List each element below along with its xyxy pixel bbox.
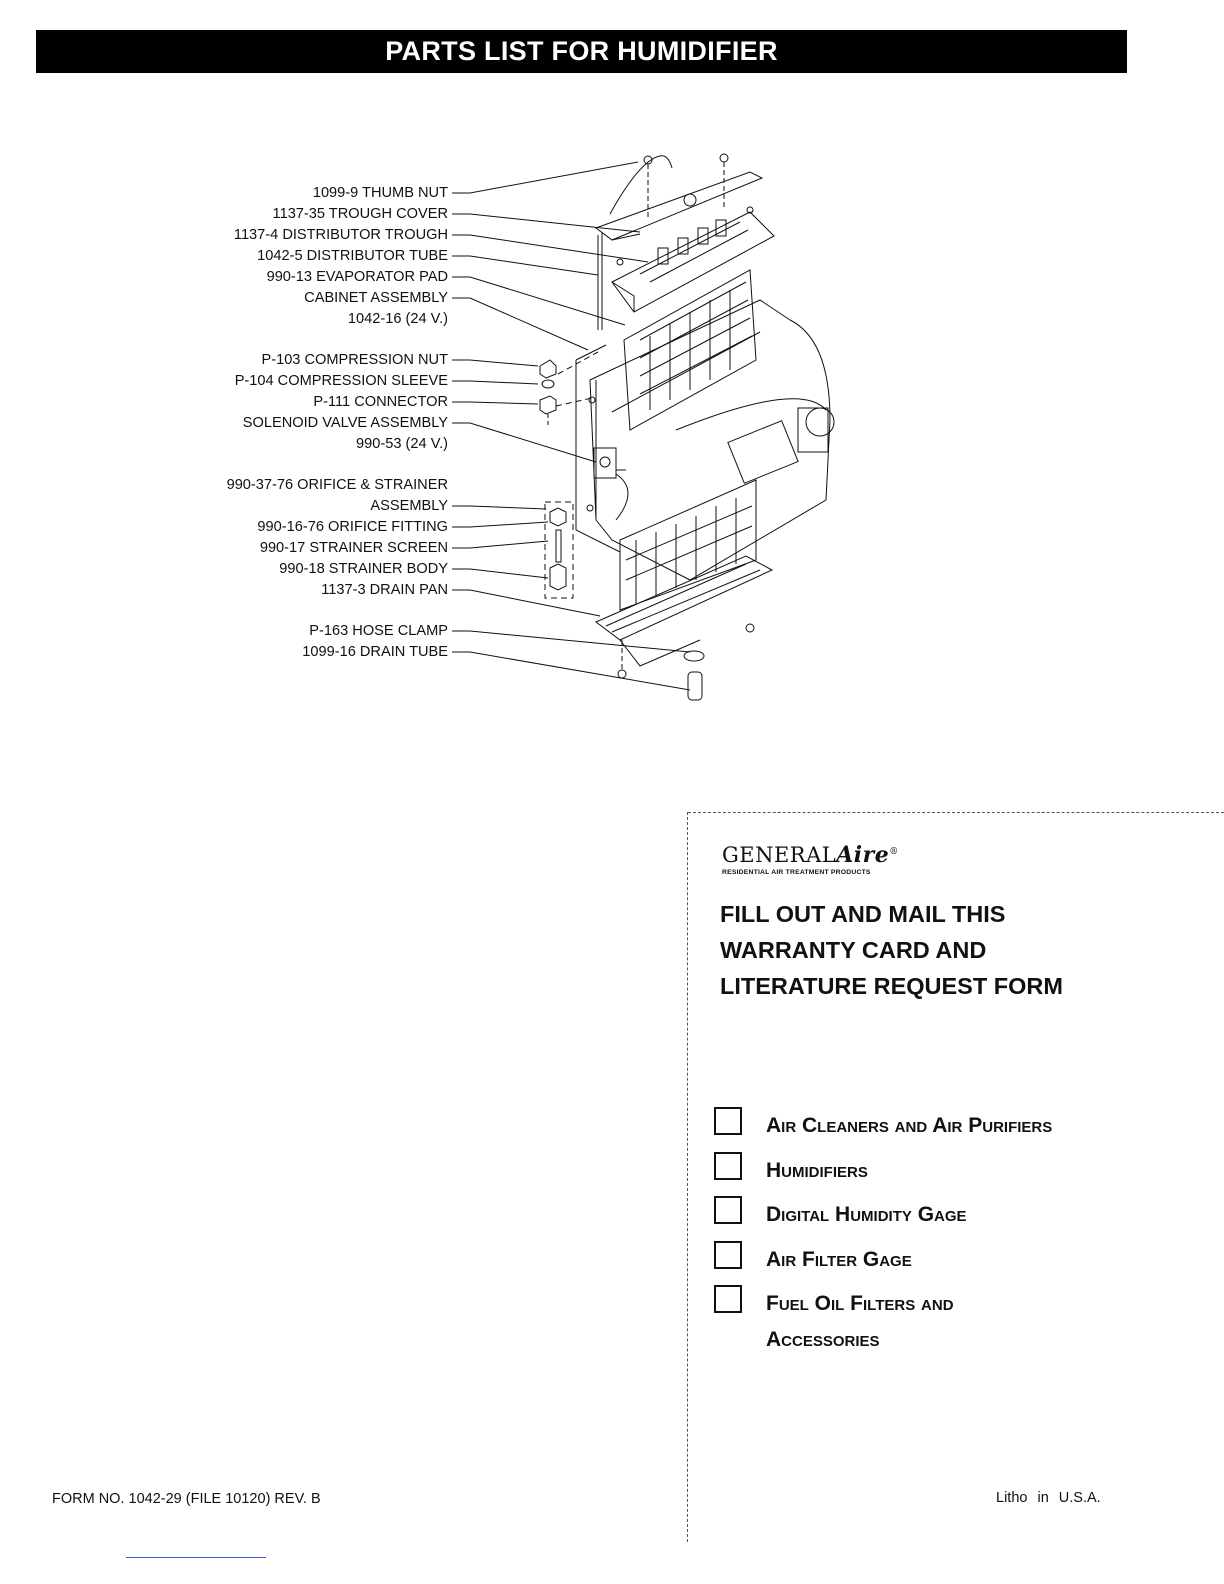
part-label: 1099-16 DRAIN TUBE (302, 644, 448, 660)
part-label: 1137-4 DISTRIBUTOR TROUGH (233, 227, 448, 243)
brand-aire: Aire (836, 842, 890, 868)
brand-general: GENERAL (722, 843, 837, 867)
solenoid-valve-drawing (593, 447, 629, 521)
hose-clamp-drain-tube-drawing (683, 650, 705, 701)
brand-tagline: RESIDENTIAL AIR TREATMENT PRODUCTS (722, 869, 871, 876)
part-label: 990-17 STRAINER SCREEN (259, 540, 448, 556)
page-title-bar: PARTS LIST FOR HUMIDIFIER (36, 30, 1127, 73)
trough-cover-drawing (594, 153, 764, 241)
part-label: 990-18 STRAINER BODY (279, 561, 448, 577)
checkbox[interactable] (714, 1151, 742, 1180)
literature-options: Air Cleaners and Air Purifiers Humidifie… (712, 1104, 1182, 1351)
humidifier-exploded-diagram (452, 153, 835, 701)
card-cut-line-left (687, 812, 688, 1542)
checkbox[interactable] (714, 1107, 742, 1135)
part-label: 1042-16 (24 V.) (347, 311, 448, 327)
part-label: 990-53 (24 V.) (356, 436, 448, 452)
card-heading: FILL OUT AND MAIL THIS WARRANTY CARD AND… (720, 896, 1140, 1004)
form-number: FORM NO. 1042-29 (FILE 10120) REV. B (52, 1491, 321, 1507)
litho-note: Litho in U.S.A. (996, 1490, 1101, 1506)
option-air-filter-gage[interactable]: Air Filter Gage (712, 1238, 1182, 1283)
option-label: Air Cleaners and Air Purifiers (766, 1114, 1053, 1137)
part-label: P-104 COMPRESSION SLEEVE (234, 373, 448, 389)
part-label: P-111 CONNECTOR (313, 394, 448, 410)
option-label-line2: Accessories (766, 1328, 880, 1351)
card-heading-line: FILL OUT AND MAIL THIS (720, 901, 1006, 927)
option-digital-humidity-gage[interactable]: Digital Humidity Gage (712, 1193, 1182, 1238)
part-label: P-163 HOSE CLAMP (309, 623, 448, 639)
option-label: Humidifiers (766, 1158, 868, 1182)
option-label: Fuel Oil Filters and (766, 1292, 954, 1315)
card-heading-line: LITERATURE REQUEST FORM (720, 973, 1063, 999)
part-label: 990-16-76 ORIFICE FITTING (257, 519, 448, 535)
compression-fittings-drawing (539, 351, 599, 428)
checkbox[interactable] (714, 1285, 742, 1313)
brand-logo: GENERALAire® RESIDENTIAL AIR TREATMENT P… (722, 842, 899, 876)
option-label: Air Filter Gage (766, 1247, 912, 1271)
orifice-strainer-drawing (544, 501, 574, 599)
distributor-trough-drawing (611, 206, 775, 313)
checkbox[interactable] (714, 1196, 742, 1224)
page-title: PARTS LIST FOR HUMIDIFIER (385, 36, 778, 66)
part-label: P-103 COMPRESSION NUT (261, 352, 448, 368)
part-label: 1099-9 THUMB NUT (312, 185, 448, 201)
checkbox[interactable] (714, 1240, 742, 1269)
option-label: Digital Humidity Gage (766, 1203, 967, 1226)
registered-mark: ® (889, 847, 899, 857)
card-heading-line: WARRANTY CARD AND (720, 937, 987, 963)
leader-lines (452, 161, 691, 691)
lower-pad-drawing (619, 479, 757, 611)
card-cut-line-top (688, 812, 1224, 813)
part-label: 990-13 EVAPORATOR PAD (266, 269, 448, 285)
link-underline (126, 1557, 266, 1558)
option-air-cleaners[interactable]: Air Cleaners and Air Purifiers (712, 1104, 1182, 1149)
part-label: CABINET ASSEMBLY (304, 290, 448, 306)
part-label: 1042-5 DISTRIBUTOR TUBE (257, 248, 448, 264)
part-label: SOLENOID VALVE ASSEMBLY (242, 415, 448, 431)
part-label: ASSEMBLY (370, 498, 448, 514)
distributor-tube-drawing (597, 232, 603, 330)
option-humidifiers[interactable]: Humidifiers (712, 1149, 1182, 1194)
part-label: 1137-35 TROUGH COVER (272, 206, 448, 222)
part-label: 1137-3 DRAIN PAN (321, 582, 448, 598)
drain-pan-drawing (595, 555, 774, 679)
cabinet-assembly-drawing (575, 299, 835, 581)
part-label: 990-37-76 ORIFICE & STRAINER (226, 477, 448, 493)
evaporator-pad-drawing (623, 269, 757, 431)
